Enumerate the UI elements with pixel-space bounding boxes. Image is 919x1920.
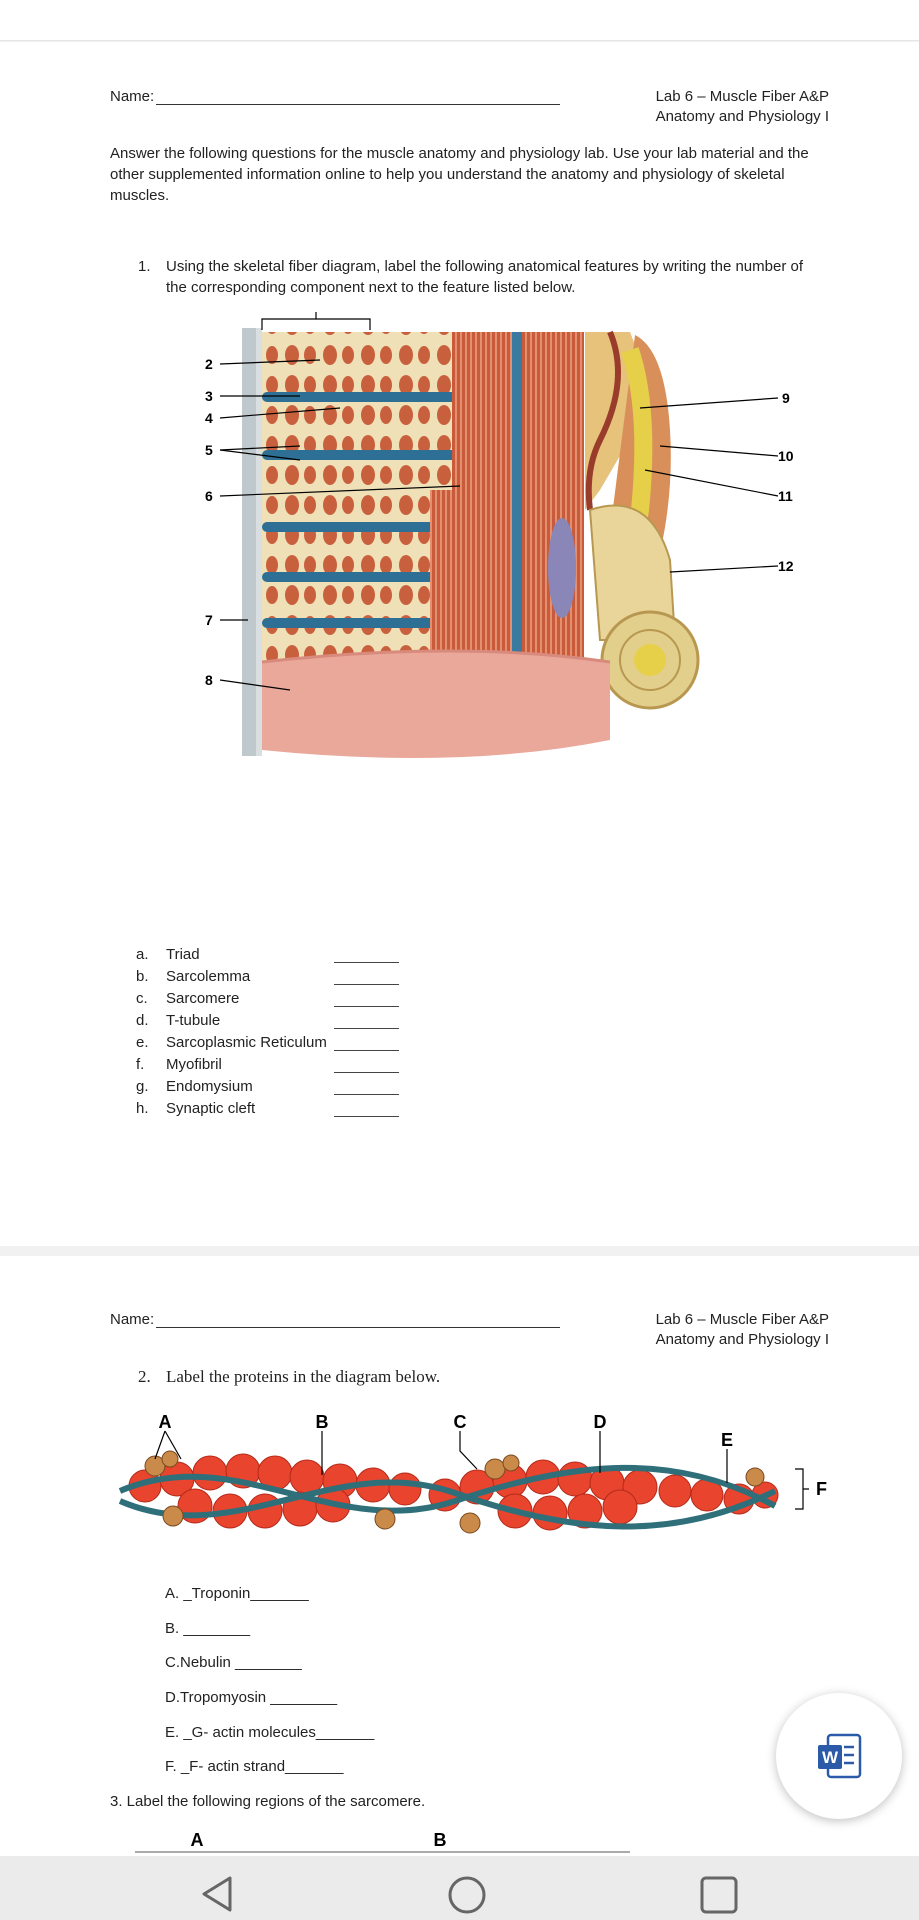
diagram-number: 2 xyxy=(205,356,213,372)
answer-blank[interactable] xyxy=(334,1094,399,1095)
skeletal-fiber-diagram: 1 2 3 4 5 6 7 8 9 10 11 12 xyxy=(205,310,794,758)
question-1-number: 1. xyxy=(138,258,151,275)
diagram-letter: B xyxy=(316,1412,329,1432)
question-1-text: Using the skeletal fiber diagram, label … xyxy=(166,258,804,296)
open-in-word-button[interactable]: W xyxy=(776,1693,902,1819)
list-item: a.Triad xyxy=(136,946,200,963)
list-item: d.T-tubule xyxy=(136,1012,221,1029)
list-item: h.Synaptic cleft xyxy=(136,1100,256,1117)
app-top-bar xyxy=(0,0,919,41)
diagram-number: 10 xyxy=(778,448,794,464)
diagram-letter: D xyxy=(594,1412,607,1432)
recents-icon[interactable] xyxy=(698,1874,740,1916)
t-tubule xyxy=(262,392,462,402)
list-item[interactable]: F. _F- actin strand_______ xyxy=(165,1758,344,1775)
answer-blank[interactable] xyxy=(334,962,399,963)
home-icon[interactable] xyxy=(446,1874,488,1916)
synaptic-terminal xyxy=(588,504,677,641)
course-title: Lab 6 – Muscle Fiber A&P xyxy=(655,1311,829,1328)
name-label: Name: xyxy=(110,1311,155,1328)
question-3-text: 3. Label the following regions of the sa… xyxy=(110,1793,426,1810)
list-item[interactable]: A. _Troponin_______ xyxy=(165,1585,309,1602)
sarcolemma xyxy=(262,651,610,758)
list-item: c.Sarcomere xyxy=(136,990,240,1007)
answer-blank[interactable] xyxy=(334,1050,399,1051)
document-page-1: Name: Lab 6 – Muscle Fiber A&P Anatomy a… xyxy=(0,42,919,1246)
diagram-number: 4 xyxy=(205,410,213,426)
question-2-number: 2. xyxy=(138,1367,151,1386)
diagram-number: 3 xyxy=(205,388,213,404)
list-item: f.Myofibril xyxy=(136,1056,222,1073)
course-subtitle: Anatomy and Physiology I xyxy=(655,108,829,125)
back-icon[interactable] xyxy=(196,1874,236,1914)
nucleus xyxy=(548,518,576,618)
diagram-number: 5 xyxy=(205,442,213,458)
intro-paragraph: Answer the following questions for the m… xyxy=(110,145,809,204)
name-underline xyxy=(156,104,560,105)
sarcoplasmic-reticulum-network xyxy=(262,332,452,662)
diagram-number: 12 xyxy=(778,558,794,574)
list-item[interactable]: D.Tropomyosin ________ xyxy=(165,1689,338,1706)
endomysium-layer xyxy=(242,328,256,756)
answer-blank[interactable] xyxy=(334,984,399,985)
sarcomere-regions-header: A B xyxy=(135,1830,630,1853)
diagram-letter: C xyxy=(454,1412,467,1432)
svg-text:W: W xyxy=(822,1748,839,1767)
thin-filament-diagram: A B C D E F xyxy=(118,1412,827,1534)
diagram-letter: A xyxy=(159,1412,172,1432)
answer-blank[interactable] xyxy=(334,1006,399,1007)
document-page-2: Name: Lab 6 – Muscle Fiber A&P Anatomy a… xyxy=(0,1256,919,1856)
diagram-number: 1 xyxy=(312,310,320,313)
list-item: g.Endomysium xyxy=(136,1078,253,1095)
list-item[interactable]: E. _G- actin molecules_______ xyxy=(165,1724,375,1741)
course-subtitle: Anatomy and Physiology I xyxy=(655,1331,829,1348)
diagram-number: 8 xyxy=(205,672,213,688)
word-icon: W xyxy=(818,1733,862,1779)
name-underline xyxy=(156,1327,560,1328)
list-item[interactable]: C.Nebulin ________ xyxy=(165,1654,302,1671)
course-title: Lab 6 – Muscle Fiber A&P xyxy=(655,88,829,105)
tropomyosin-strand xyxy=(118,1464,777,1514)
diagram-letter: E xyxy=(721,1430,733,1450)
diagram-number: 7 xyxy=(205,612,213,628)
diagram-number: 11 xyxy=(778,488,793,504)
troponin-complexes xyxy=(144,1450,765,1534)
diagram-letter: F xyxy=(816,1479,827,1499)
list-item: b.Sarcolemma xyxy=(136,968,251,985)
region-letter: B xyxy=(434,1830,447,1850)
answer-blank[interactable] xyxy=(334,1028,399,1029)
list-item[interactable]: B. ________ xyxy=(165,1620,251,1637)
course-header: Lab 6 – Muscle Fiber A&P Anatomy and Phy… xyxy=(656,1310,829,1350)
answer-blank[interactable] xyxy=(334,1116,399,1117)
course-header: Lab 6 – Muscle Fiber A&P Anatomy and Phy… xyxy=(656,87,829,127)
diagram-number: 6 xyxy=(205,488,213,504)
name-label: Name: xyxy=(110,88,155,105)
tropomyosin-strand xyxy=(118,1479,777,1530)
system-navigation-bar xyxy=(0,1856,919,1920)
question-2-text: Label the proteins in the diagram below. xyxy=(166,1367,441,1386)
region-letter: A xyxy=(191,1830,204,1850)
answer-blank[interactable] xyxy=(334,1072,399,1073)
list-item: e.Sarcoplasmic Reticulum xyxy=(136,1034,327,1051)
diagram-number: 9 xyxy=(782,390,790,406)
